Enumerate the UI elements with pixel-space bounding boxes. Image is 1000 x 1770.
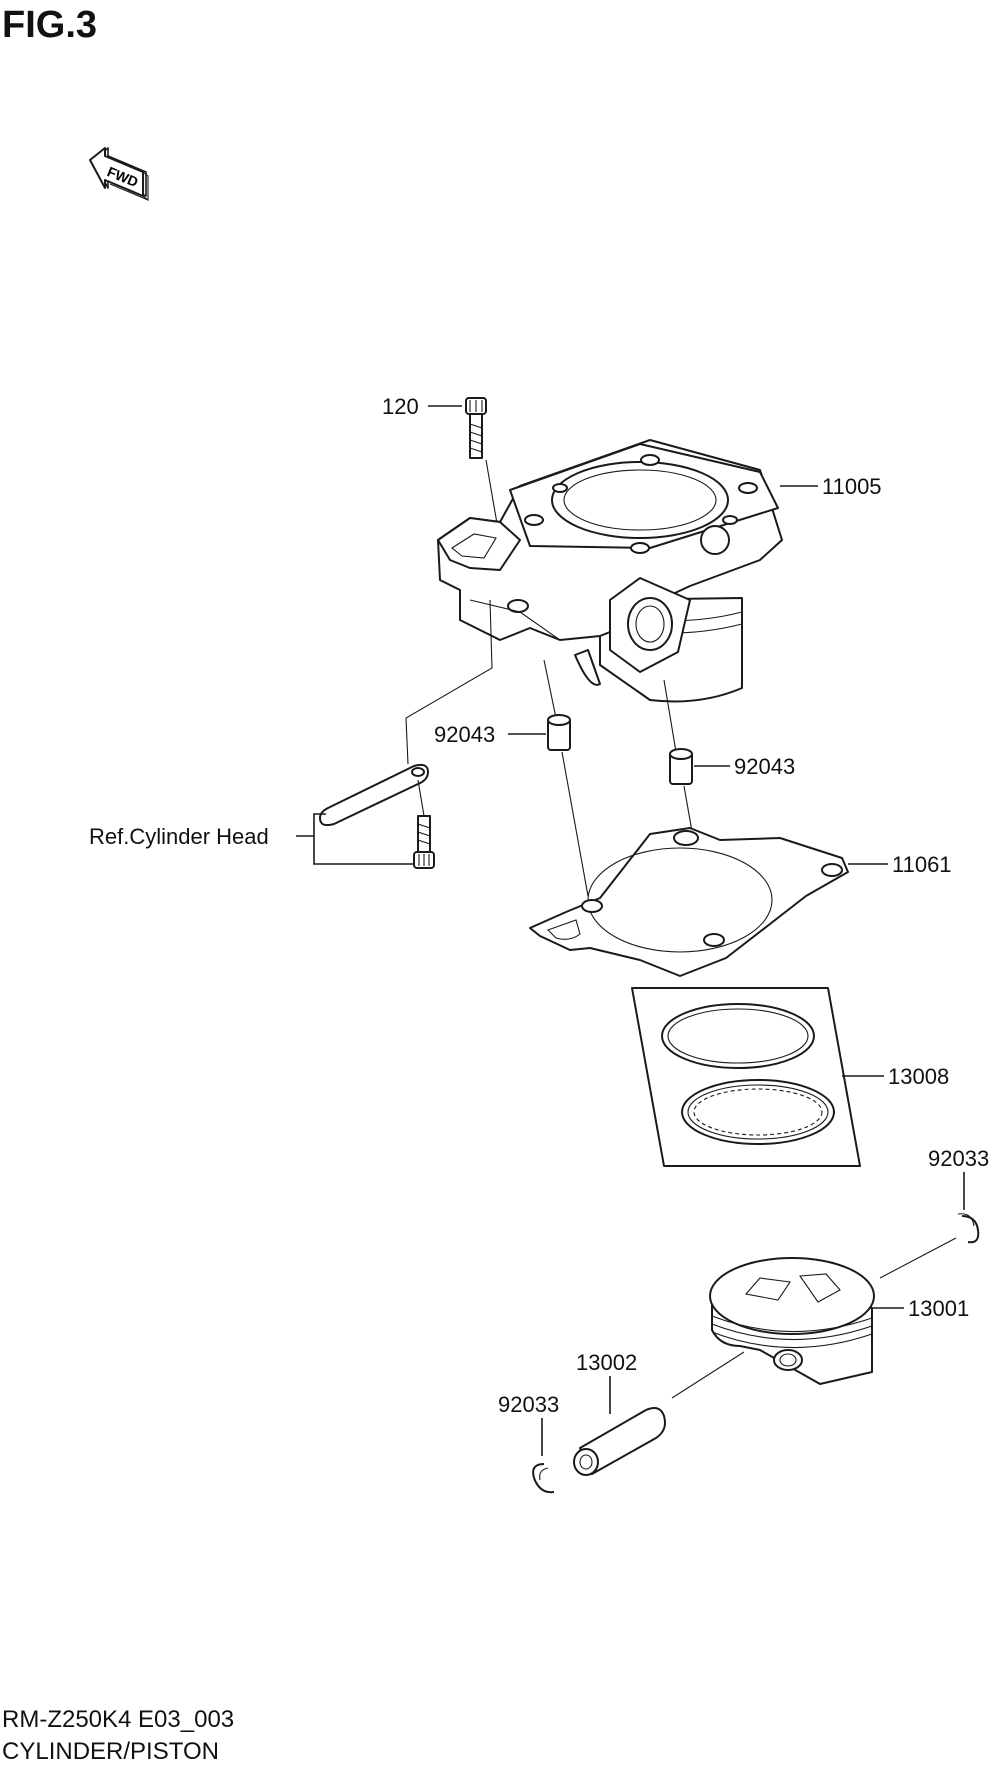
cylinder-part	[437, 439, 783, 703]
dowel-right-part	[669, 748, 693, 785]
dowel-left-part	[547, 714, 571, 751]
callout-pin: 13002	[576, 1350, 637, 1375]
bolt-part	[465, 397, 487, 459]
gasket-part	[529, 827, 849, 977]
callout-ref-head: Ref.Cylinder Head	[89, 824, 269, 849]
head-bolt-axis	[417, 779, 425, 817]
model-code: RM-Z250K4 E03_003	[2, 1706, 235, 1733]
ring-set-part	[631, 987, 861, 1167]
dowel-right-axis	[663, 679, 677, 753]
piston-part	[709, 1257, 875, 1385]
head-bolt-part	[413, 815, 435, 869]
figure-title: FIG.3	[2, 4, 98, 46]
section-name: CYLINDER/PISTON	[2, 1738, 219, 1765]
callout-dowel-right: 92043	[734, 754, 795, 779]
dowel-left-to-gasket	[561, 751, 589, 897]
piston-pin-axis-right	[879, 1237, 957, 1279]
callout-cylinder: 11005	[822, 474, 882, 499]
callout-circlip-left: 92033	[498, 1392, 559, 1417]
callout-bolt: 120	[382, 394, 419, 419]
ref-head-guide-line	[405, 599, 493, 765]
piston-pin-axis-left	[671, 1351, 745, 1399]
circlip-left-part	[532, 1463, 555, 1494]
callout-piston: 13001	[908, 1296, 969, 1321]
callout-circlip-right: 92033	[928, 1146, 989, 1171]
forward-arrow-icon: FWD	[89, 147, 149, 202]
dowel-left-axis	[543, 659, 557, 719]
circlip-right-part	[957, 1213, 980, 1244]
callout-gasket: 11061	[892, 852, 952, 877]
piston-pin-part	[573, 1407, 666, 1476]
callout-ring-set: 13008	[888, 1064, 949, 1089]
callout-dowel-left: 92043	[434, 722, 495, 747]
head-plate-part	[319, 763, 429, 827]
leader-ref-head	[313, 813, 414, 865]
